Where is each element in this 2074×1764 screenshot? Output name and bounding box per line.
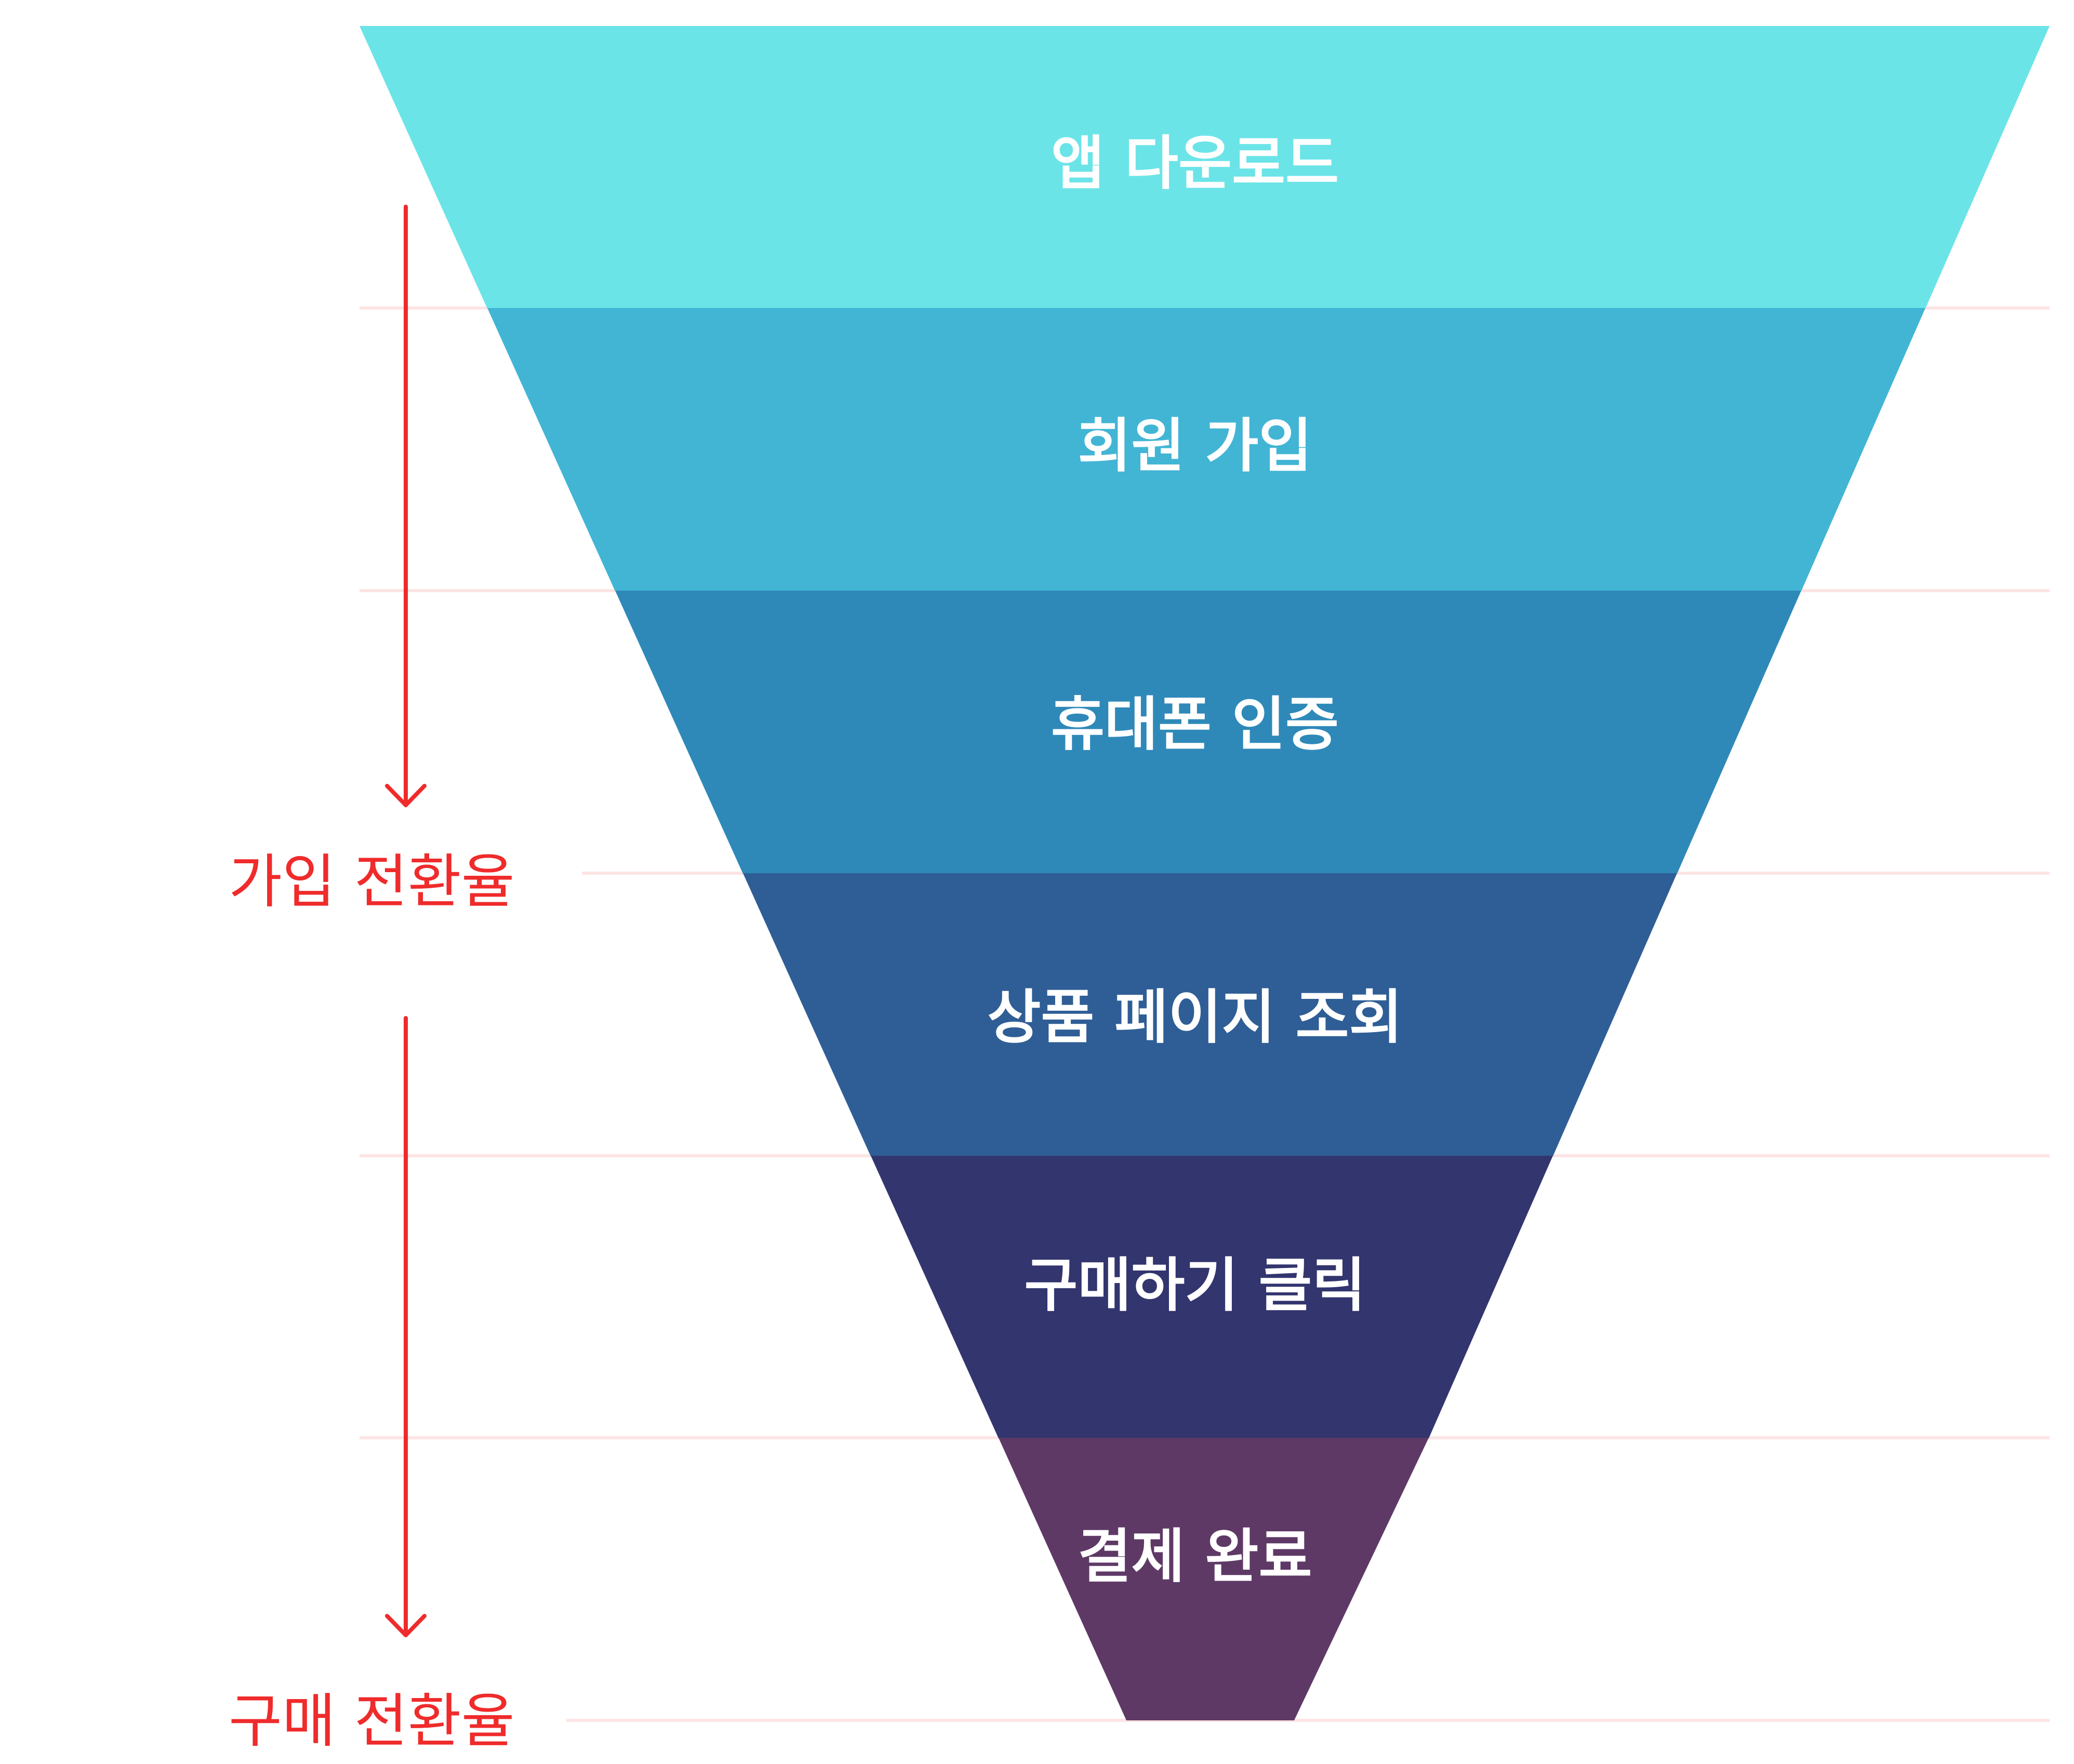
- funnel-stage-payment-complete: 결제 완료: [999, 1438, 1429, 1720]
- arrow-head: [385, 784, 427, 807]
- funnel-stage-phone-verification: 휴대폰 인증: [615, 591, 1801, 874]
- stage-label: 상품 페이지 조회: [987, 984, 1402, 1051]
- stage-band: [615, 591, 1801, 874]
- signup-conversion-arrow: [385, 205, 427, 807]
- stage-label: 앱 다운로드: [1051, 130, 1339, 197]
- funnel-stage-app-download: 앱 다운로드: [360, 26, 2050, 309]
- stage-label: 회원 가입: [1078, 412, 1312, 480]
- stage-band: [871, 1156, 1553, 1438]
- stage-band: [743, 873, 1677, 1156]
- purchase-conversion-label: 구매 전환율: [229, 1688, 515, 1755]
- signup-conversion-label: 가입 전환율: [229, 848, 515, 916]
- stage-band: [360, 26, 2050, 309]
- purchase-conversion-arrow: [385, 1016, 427, 1637]
- stage-label: 휴대폰 인증: [1051, 691, 1339, 758]
- funnel-stage-buy-click: 구매하기 클릭: [871, 1156, 1553, 1438]
- funnel: 앱 다운로드 회원 가입 휴대폰 인증 상품 페이지 조회 구매하기 클릭 결제…: [360, 26, 2050, 1720]
- funnel-stage-product-page-view: 상품 페이지 조회: [743, 873, 1677, 1156]
- stage-label: 구매하기 클릭: [1024, 1252, 1365, 1319]
- stage-band: [999, 1438, 1429, 1720]
- funnel-stage-sign-up: 회원 가입: [487, 308, 1925, 591]
- stage-label: 결제 완료: [1078, 1523, 1312, 1591]
- arrow-head: [385, 1614, 427, 1637]
- stage-band: [487, 308, 1925, 591]
